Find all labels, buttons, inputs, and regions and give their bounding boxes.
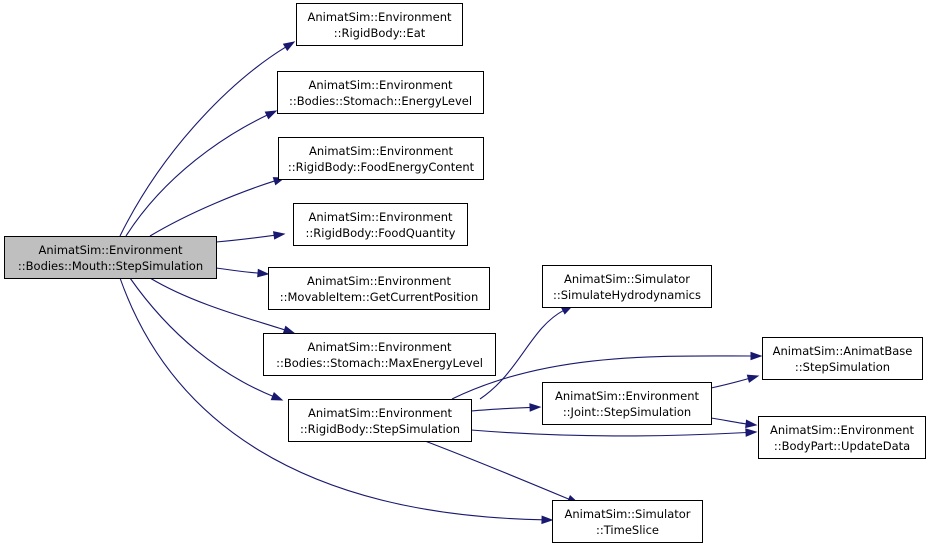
- arrow-head-icon: [745, 419, 758, 429]
- edge-rbstep-to-update: [470, 428, 758, 437]
- edge-line: [710, 417, 748, 425]
- node-box: [296, 3, 463, 46]
- edge-mouth-to-foodenergy: [149, 177, 286, 237]
- edge-line: [129, 277, 274, 398]
- node-label-line-1: AnimatSim::Environment: [39, 243, 183, 257]
- node-jointstep[interactable]: AnimatSim::Environment::Joint::StepSimul…: [542, 382, 712, 425]
- arrow-head-icon: [529, 403, 542, 412]
- arrow-head-icon: [273, 231, 286, 240]
- node-label-line-2: ::StepSimulation: [795, 360, 890, 374]
- node-mouth[interactable]: AnimatSim::Environment::Bodies::Mouth::S…: [4, 236, 217, 279]
- node-label-line-2: ::Bodies::Stomach::EnergyLevel: [289, 94, 472, 108]
- node-energy[interactable]: AnimatSim::Environment::Bodies::Stomach:…: [277, 71, 484, 114]
- arrow-head-icon: [745, 428, 758, 437]
- node-label-line-1: AnimatSim::Environment: [308, 10, 452, 24]
- node-label-line-2: ::MovableItem::GetCurrentPosition: [280, 290, 479, 304]
- node-label-line-2: ::RigidBody::FoodEnergyContent: [288, 160, 475, 174]
- edge-mouth-to-rbstep: [129, 277, 284, 401]
- node-maxenergy[interactable]: AnimatSim::Environment::Bodies::Stomach:…: [263, 333, 496, 376]
- node-box: [542, 265, 712, 308]
- node-box: [552, 500, 703, 543]
- edge-mouth-to-energy: [125, 110, 278, 237]
- edge-line: [149, 180, 276, 237]
- node-label-line-2: ::BodyPart::UpdateData: [774, 439, 910, 453]
- edge-mouth-to-timeslice: [119, 277, 554, 525]
- node-label-line-2: ::TimeSlice: [596, 523, 659, 537]
- node-label-line-2: ::RigidBody::Eat: [334, 26, 426, 40]
- edge-mouth-to-curpos: [215, 267, 270, 278]
- node-label-line-2: ::Bodies::Stomach::MaxEnergyLevel: [276, 356, 483, 370]
- node-label-line-1: AnimatSim::Environment: [770, 423, 914, 437]
- edge-jointstep-to-update: [710, 417, 758, 429]
- node-update[interactable]: AnimatSim::Environment::BodyPart::Update…: [758, 416, 926, 459]
- edge-line: [451, 355, 753, 400]
- node-label-line-2: ::RigidBody::StepSimulation: [300, 422, 460, 436]
- edge-jointstep-to-abstep: [710, 374, 760, 389]
- edge-line: [710, 377, 750, 389]
- node-timeslice[interactable]: AnimatSim::Simulator::TimeSlice: [552, 500, 703, 543]
- arrow-head-icon: [282, 325, 296, 334]
- edge-mouth-to-foodqty: [215, 231, 286, 243]
- edge-line: [470, 406, 532, 412]
- arrow-head-icon: [750, 351, 763, 361]
- edge-line: [119, 277, 544, 521]
- node-label-line-1: AnimatSim::Environment: [307, 274, 451, 288]
- node-box: [762, 337, 923, 380]
- node-box: [277, 71, 484, 114]
- node-label-line-1: AnimatSim::Simulator: [564, 272, 690, 286]
- nodes-layer: AnimatSim::Environment::Bodies::Mouth::S…: [4, 3, 926, 543]
- node-rbstep[interactable]: AnimatSim::Environment::RigidBody::StepS…: [288, 399, 472, 442]
- edge-line: [125, 114, 269, 237]
- node-label-line-1: AnimatSim::Environment: [309, 78, 453, 92]
- node-label-line-1: AnimatSim::Environment: [309, 144, 453, 158]
- edge-line: [215, 234, 276, 243]
- edge-rbstep-to-timeslice: [424, 440, 580, 504]
- node-box: [542, 382, 712, 425]
- node-label-line-2: ::SimulateHydrodynamics: [553, 288, 701, 302]
- node-foodenergy[interactable]: AnimatSim::Environment::RigidBody::FoodE…: [278, 137, 484, 180]
- arrow-head-icon: [746, 374, 760, 383]
- node-box: [288, 399, 472, 442]
- node-box: [758, 416, 926, 459]
- node-label-line-1: AnimatSim::Simulator: [564, 507, 690, 521]
- node-box: [268, 267, 490, 310]
- node-box: [278, 137, 484, 180]
- edges-layer: [119, 41, 763, 525]
- arrow-head-icon: [264, 110, 278, 120]
- node-box: [4, 236, 217, 279]
- node-label-line-1: AnimatSim::Environment: [309, 210, 453, 224]
- edge-line: [215, 267, 260, 274]
- edge-rbstep-to-abstep: [451, 351, 763, 400]
- node-label-line-1: AnimatSim::Environment: [308, 340, 452, 354]
- arrow-head-icon: [282, 41, 296, 52]
- node-foodqty[interactable]: AnimatSim::Environment::RigidBody::FoodQ…: [293, 203, 468, 246]
- arrow-head-icon: [257, 268, 270, 278]
- edge-line: [470, 429, 748, 437]
- edge-line: [149, 277, 286, 331]
- node-label-line-1: AnimatSim::Environment: [308, 406, 452, 420]
- edge-rbstep-to-jointstep: [470, 403, 542, 412]
- arrow-head-icon: [541, 515, 554, 525]
- edge-line: [424, 440, 570, 501]
- node-box: [293, 203, 468, 246]
- node-label-line-1: AnimatSim::AnimatBase: [773, 344, 913, 358]
- node-curpos[interactable]: AnimatSim::Environment::MovableItem::Get…: [268, 267, 490, 310]
- node-label-line-2: ::RigidBody::FoodQuantity: [306, 226, 456, 240]
- node-box: [263, 333, 496, 376]
- edge-mouth-to-eat: [119, 41, 296, 237]
- edge-line: [119, 46, 287, 237]
- node-label-line-1: AnimatSim::Environment: [555, 389, 699, 403]
- node-label-line-2: ::Bodies::Mouth::StepSimulation: [18, 259, 203, 273]
- edge-line: [479, 309, 565, 400]
- arrow-head-icon: [270, 392, 284, 401]
- node-abstep[interactable]: AnimatSim::AnimatBase::StepSimulation: [762, 337, 923, 380]
- node-hydro[interactable]: AnimatSim::Simulator::SimulateHydrodynam…: [542, 265, 712, 308]
- node-eat[interactable]: AnimatSim::Environment::RigidBody::Eat: [296, 3, 463, 46]
- node-label-line-2: ::Joint::StepSimulation: [563, 405, 691, 419]
